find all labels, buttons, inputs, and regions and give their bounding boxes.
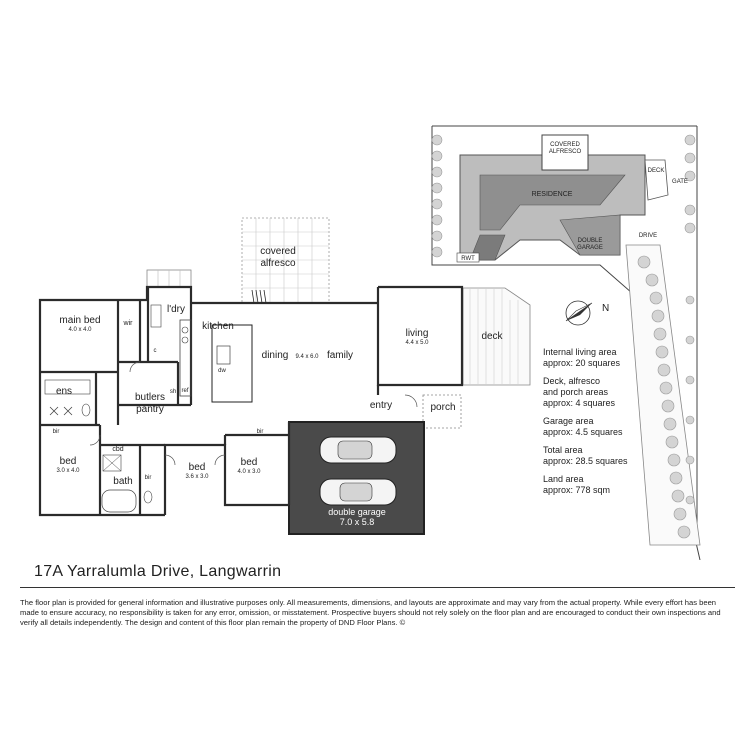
pantry-label: pantry: [136, 404, 164, 415]
garage-area-note: Garage area approx: 4.5 squares: [543, 416, 658, 438]
site-double-label: DOUBLE: [578, 238, 603, 244]
site-drive-label: DRIVE: [639, 233, 657, 239]
ensuite-basin-icon: [49, 406, 73, 416]
kitchen-label: kitchen: [202, 321, 234, 332]
note-line: Land area: [543, 474, 584, 484]
deck-label: deck: [481, 331, 503, 342]
bed-left-label: bed: [60, 456, 77, 467]
bed-left-size: 3.0 x 4.0: [56, 468, 80, 474]
sink-icon: [216, 345, 231, 365]
car-icon: [319, 436, 397, 464]
toilet-icon: [81, 403, 91, 417]
property-address: 17A Yarralumla Drive, Langwarrin: [34, 563, 282, 580]
note-line: approx: 778 sqm: [543, 485, 611, 495]
bed-mid-label: bed: [189, 462, 206, 473]
bath-label: bath: [113, 476, 132, 487]
site-deck-label: DECK: [648, 168, 665, 174]
covered-alfresco-area: [241, 217, 330, 304]
site-alfresco-label: ALFRESCO: [549, 149, 582, 155]
dining-size: 9.4 x 6.0: [295, 354, 319, 360]
site-covered-label: COVERED: [550, 142, 580, 148]
family-label: family: [327, 350, 353, 361]
entry-label: entry: [370, 400, 392, 411]
site-rwt-label: RWT: [461, 256, 475, 262]
site-residence-label: RESIDENCE: [532, 191, 573, 198]
site-gate-label: GATE: [672, 179, 688, 185]
area-notes: Internal living area approx: 20 squares …: [543, 347, 658, 503]
cbd-label: cbd: [112, 446, 123, 453]
compass-north-label: N: [602, 303, 609, 314]
disclaimer-text: The floor plan is provided for general i…: [20, 598, 721, 627]
bir-bath-label: bir: [145, 475, 152, 481]
note-line: approx: 4.5 squares: [543, 427, 623, 437]
bir-right-label: bir: [257, 429, 264, 435]
ldry-label: l'dry: [167, 304, 185, 315]
compass-icon: N: [565, 300, 609, 326]
note-line: and porch areas: [543, 387, 609, 397]
bathtub-icon: [101, 489, 137, 513]
wir-label: wir: [123, 320, 134, 327]
door-swing-icons: [89, 361, 418, 466]
total-area-note: Total area approx: 28.5 squares: [543, 445, 658, 467]
land-area-note: Land area approx: 778 sqm: [543, 474, 658, 496]
note-line: approx: 20 squares: [543, 358, 621, 368]
walls: [38, 285, 464, 517]
site-covered-alfresco: [541, 134, 589, 171]
trees: [431, 134, 696, 539]
porch-area: [422, 394, 462, 429]
floor-plan: covered alfresco deck porch: [38, 217, 531, 535]
alfresco-label: alfresco: [260, 258, 295, 269]
sh-label: sh: [170, 389, 176, 395]
note-line: Total area: [543, 445, 583, 455]
bed-mid-size: 3.6 x 3.0: [185, 474, 209, 480]
toilet-icon: [143, 490, 153, 504]
bed-right-size: 4.0 x 3.0: [237, 469, 261, 475]
drive-strip: [625, 244, 701, 546]
covered-label: covered: [260, 246, 296, 257]
dining-label: dining: [262, 350, 289, 361]
living-label: living: [406, 328, 429, 339]
main-bed-label: main bed: [59, 315, 100, 326]
note-line: approx: 4 squares: [543, 398, 616, 408]
deck-alfresco-note: Deck, alfresco and porch areas approx: 4…: [543, 376, 658, 409]
note-line: Garage area: [543, 416, 594, 426]
bir-left-label: bir: [53, 429, 60, 435]
main-bed-size: 4.0 x 4.0: [68, 327, 92, 333]
bed-right-label: bed: [241, 457, 258, 468]
internal-living-note: Internal living area approx: 20 squares: [543, 347, 658, 369]
c-label: c: [154, 348, 157, 354]
site-garage-label: GARAGE: [577, 245, 603, 251]
ref-label: ref: [181, 388, 188, 394]
butlers-label: butlers: [135, 392, 165, 403]
porch-label: porch: [430, 402, 455, 413]
double-garage-size: 7.0 x 5.8: [340, 517, 375, 527]
site-plan: COVERED ALFRESCO RESIDENCE DOUBLE GARAGE…: [431, 125, 701, 560]
alfresco-door-icon: [251, 289, 267, 304]
kitchen-island: [211, 324, 253, 403]
divider: [20, 587, 735, 588]
car-icon: [319, 478, 397, 506]
note-line: Internal living area: [543, 347, 617, 357]
floor-plan-drawing: COVERED ALFRESCO RESIDENCE DOUBLE GARAGE…: [38, 125, 701, 560]
dw-label: dw: [218, 368, 226, 374]
note-line: approx: 28.5 squares: [543, 456, 628, 466]
double-garage-label: double garage: [328, 507, 386, 517]
note-line: Deck, alfresco: [543, 376, 601, 386]
ens-label: ens: [56, 386, 72, 397]
living-size: 4.4 x 5.0: [405, 340, 429, 346]
